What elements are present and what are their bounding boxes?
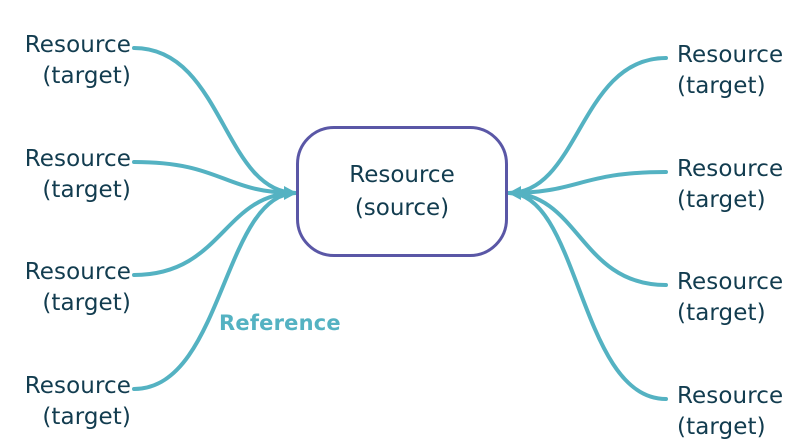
target-node-right-2-title: Resource: [677, 156, 784, 182]
target-node-right-3[interactable]: Resource (target): [677, 267, 783, 329]
target-node-left-2-subtitle: (target): [42, 177, 131, 203]
target-node-left-4-subtitle: (target): [42, 404, 131, 430]
source-node-subtitle: (source): [354, 194, 450, 221]
target-node-left-3[interactable]: Resource (target): [0, 257, 131, 319]
target-node-left-1-title: Resource: [24, 32, 131, 58]
target-node-left-4-title: Resource: [24, 373, 131, 399]
target-node-left-3-title: Resource: [24, 259, 131, 285]
target-node-right-2[interactable]: Resource (target): [677, 154, 783, 216]
target-node-right-4[interactable]: Resource (target): [677, 381, 783, 443]
reference-edge-left-1: [132, 46, 298, 195]
reference-edge-arrow-right: [508, 186, 521, 200]
reference-edge-left-2: [132, 160, 298, 195]
reference-edge-right-1: [507, 56, 668, 195]
target-node-left-3-subtitle: (target): [42, 290, 131, 316]
target-node-right-1[interactable]: Resource (target): [677, 40, 783, 102]
edge-legend-label: Reference: [219, 311, 341, 335]
target-node-right-4-subtitle: (target): [677, 414, 766, 440]
target-node-left-2[interactable]: Resource (target): [0, 144, 131, 206]
target-node-right-1-subtitle: (target): [677, 73, 766, 99]
source-resource-node[interactable]: Resource (source): [296, 126, 508, 257]
reference-edge-right-3: [507, 191, 668, 287]
target-node-left-2-title: Resource: [24, 146, 131, 172]
source-node-title: Resource: [349, 161, 455, 188]
reference-edge-left-4: [132, 191, 298, 391]
target-node-right-3-subtitle: (target): [677, 300, 766, 326]
reference-edge-arrow-left: [284, 186, 297, 200]
target-node-right-4-title: Resource: [677, 383, 784, 409]
reference-edge-right-2: [507, 170, 668, 195]
reference-edge-right-4: [507, 191, 668, 401]
target-node-left-1-subtitle: (target): [42, 63, 131, 89]
target-node-right-3-title: Resource: [677, 269, 784, 295]
target-node-left-1[interactable]: Resource (target): [0, 30, 131, 92]
target-node-right-2-subtitle: (target): [677, 187, 766, 213]
reference-edge-left-3: [132, 191, 298, 277]
target-node-right-1-title: Resource: [677, 42, 784, 68]
target-node-left-4[interactable]: Resource (target): [0, 371, 131, 433]
